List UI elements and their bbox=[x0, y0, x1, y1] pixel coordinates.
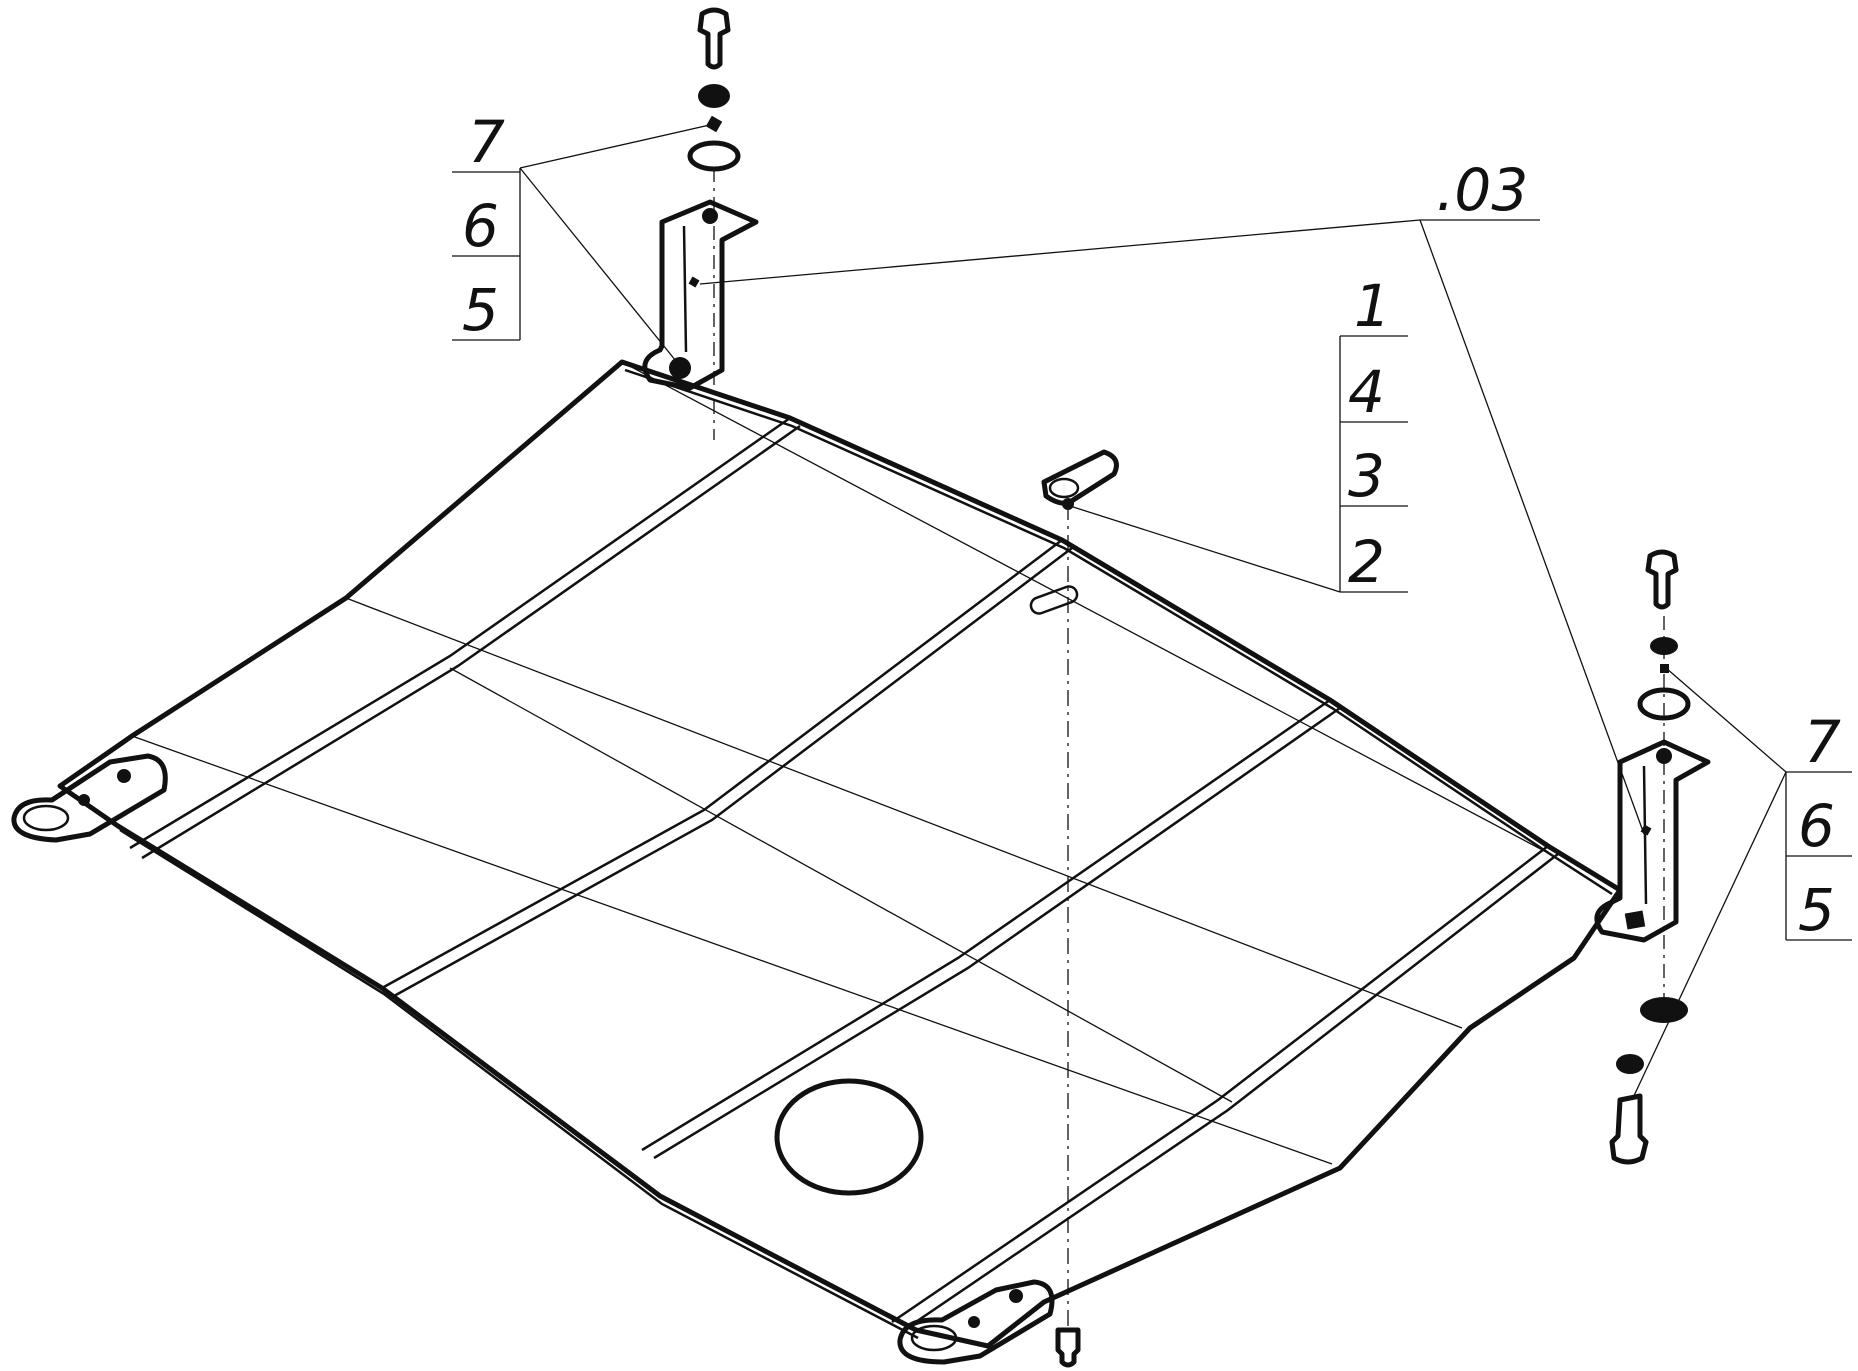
callout-right-item-2: 5 bbox=[1798, 876, 1835, 944]
callout-center-item-1: 4 bbox=[1348, 358, 1385, 426]
drain-opening bbox=[774, 1078, 924, 1196]
left-bracket-nut-icon bbox=[702, 208, 718, 224]
skid-plate-front-rim bbox=[119, 828, 919, 1340]
callout-left: 7 6 5 bbox=[452, 108, 521, 344]
stiffening-ribs bbox=[129, 416, 1559, 1332]
callout-left-item-2: 5 bbox=[462, 276, 499, 344]
skid-plate-outline bbox=[57, 359, 1623, 1349]
callout-top-label: .03 bbox=[1436, 156, 1528, 224]
leader-lines bbox=[519, 123, 1787, 1101]
center-bolt-icon bbox=[1055, 1327, 1081, 1368]
right-fastener-stack bbox=[1609, 549, 1691, 1165]
center-clip bbox=[1041, 449, 1119, 1368]
left-corner-tab bbox=[11, 753, 168, 843]
left-fastener-stack bbox=[687, 7, 741, 440]
left-bolt-icon bbox=[697, 7, 731, 70]
right-flat-washer-icon bbox=[1637, 687, 1691, 721]
left-bracket bbox=[642, 199, 759, 391]
callout-right: 7 6 5 bbox=[1785, 708, 1852, 944]
skid-plate-rear-rim bbox=[624, 368, 1613, 896]
callout-left-item-0: 7 bbox=[468, 108, 505, 176]
callout-center: 1 4 3 2 bbox=[1339, 272, 1408, 596]
callout-right-item-1: 6 bbox=[1798, 792, 1835, 860]
callout-center-item-2: 3 bbox=[1348, 442, 1385, 510]
skid-plate bbox=[11, 359, 1623, 1365]
callout-right-item-0: 7 bbox=[1804, 708, 1841, 776]
callout-top: .03 bbox=[1420, 156, 1540, 224]
callout-center-item-3: 2 bbox=[1348, 528, 1385, 596]
left-flat-washer-icon bbox=[687, 140, 741, 172]
left-spring-washer-icon bbox=[698, 84, 730, 108]
right-bracket bbox=[1594, 739, 1711, 943]
right-bolt-icon bbox=[1645, 549, 1679, 610]
panel-fold-lines bbox=[131, 361, 1551, 1165]
callout-left-item-1: 6 bbox=[462, 192, 499, 260]
mounting-slot bbox=[1029, 585, 1079, 615]
callout-center-item-0: 1 bbox=[1354, 272, 1391, 340]
right-corner-tab bbox=[897, 1279, 1055, 1365]
right-bracket-nut-icon bbox=[1656, 748, 1672, 764]
right-nut-icon bbox=[1660, 664, 1669, 673]
